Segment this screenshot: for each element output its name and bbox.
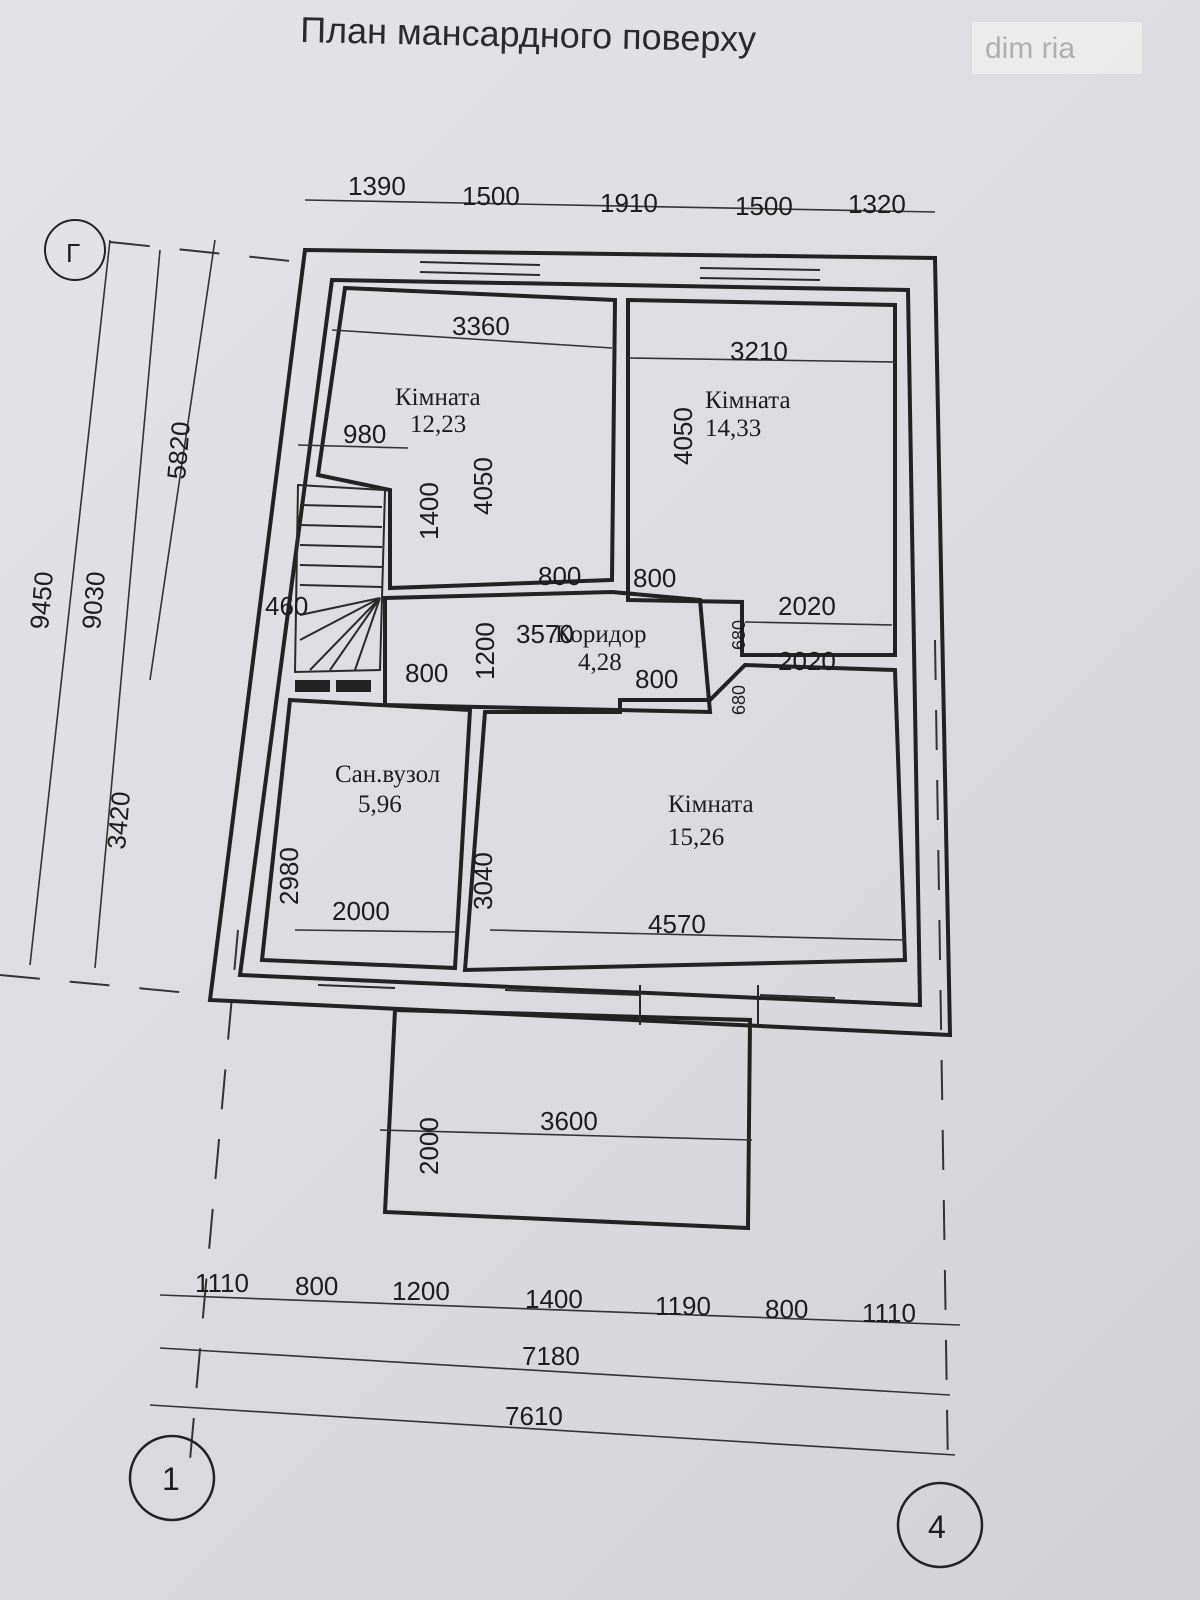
stair-treads (299, 504, 383, 671)
windows (317, 261, 836, 1025)
room-kimnata-3: Кімната 15,26 (668, 791, 754, 851)
axis-marker-1: 1 (128, 1434, 216, 1522)
dim-label: 800 (295, 1271, 338, 1301)
dim-label: 2000 (332, 896, 390, 926)
grid-axes (0, 241, 949, 1471)
room-area: 12,23 (410, 411, 466, 438)
dim-label: 2980 (274, 847, 304, 905)
axis-label-4: 4 (928, 1509, 946, 1545)
dim-label: 1390 (348, 171, 406, 201)
axis-marker-g: Г (44, 219, 106, 281)
dim-label: 3210 (730, 336, 788, 366)
room-koridor: Коридор 4,28 (555, 621, 647, 676)
dim-label: 2000 (414, 1117, 444, 1175)
plan-title: План мансардного поверху (300, 9, 757, 60)
dim-label: 980 (343, 419, 386, 449)
dim-label: 1500 (462, 181, 520, 211)
dim-label: 800 (538, 561, 581, 591)
balcony (382, 1007, 753, 1231)
room-name: Кімната (395, 384, 481, 411)
dim-label: 1110 (195, 1268, 249, 1298)
dim-label: 1500 (735, 191, 793, 221)
dim-label: 2020 (778, 646, 836, 676)
dim-label: 4050 (468, 457, 498, 515)
dim-label: 3570 (516, 619, 574, 649)
room-area: 5,96 (358, 791, 402, 818)
dim-label: 460 (265, 591, 308, 621)
axis-label-g: Г (66, 238, 80, 268)
dim-label: 3360 (452, 311, 510, 341)
dim-label: 9450 (24, 570, 59, 630)
left-dimensions: 9450 9030 5820 3420 (24, 420, 196, 850)
dimension-lines (29, 199, 961, 1456)
dim-label: 1400 (414, 482, 444, 540)
interior-dimensions: 3360 3210 980 1400 4050 4050 800 800 460… (265, 311, 836, 1175)
dim-label: 7610 (505, 1401, 563, 1431)
dim-label: 1320 (848, 189, 906, 219)
dim-label: 1110 (862, 1298, 916, 1328)
dim-label: 1190 (655, 1291, 711, 1321)
walls (207, 247, 953, 1231)
bottom-dimensions: 1110 800 1200 1400 1190 800 1110 7180 76… (195, 1268, 916, 1431)
room-kimnata-1: Кімната 12,23 (395, 384, 481, 438)
dim-label: 1400 (525, 1284, 583, 1314)
axis-label-1: 1 (162, 1461, 180, 1497)
room-san-vuzol: Сан.вузол 5,96 (335, 761, 440, 818)
room-name: Кімната (668, 791, 754, 818)
dim-label: 1200 (392, 1276, 450, 1306)
dim-label: 1910 (600, 188, 658, 218)
dim-label: 3600 (540, 1106, 598, 1136)
dim-label: 4570 (648, 909, 706, 939)
room-kimnata-2: Кімната 14,33 (705, 387, 791, 442)
dim-label: 800 (633, 563, 676, 593)
room-name: Коридор (555, 621, 647, 648)
dim-label: 680 (729, 620, 749, 650)
room-area: 15,26 (668, 824, 724, 851)
dim-label: 5820 (161, 420, 196, 480)
room-area: 4,28 (578, 649, 622, 676)
top-dimensions: 1390 1500 1910 1500 1320 (348, 171, 906, 221)
dim-label: 7180 (522, 1341, 580, 1371)
dim-label: 3040 (468, 852, 498, 910)
dim-label: 800 (405, 658, 448, 688)
room-area: 14,33 (705, 415, 761, 442)
room-name: Кімната (705, 387, 791, 414)
dim-label: 9030 (76, 570, 111, 630)
dim-label: 1200 (470, 622, 500, 680)
room-name: Сан.вузол (335, 761, 440, 788)
dim-label: 800 (635, 664, 678, 694)
watermark-text: dim ria (985, 32, 1075, 65)
dim-label: 680 (729, 685, 749, 715)
staircase (293, 483, 387, 674)
dim-label: 2020 (778, 591, 836, 621)
axis-marker-4: 4 (896, 1481, 984, 1569)
dim-label: 800 (765, 1294, 808, 1324)
dim-label: 4050 (668, 407, 698, 465)
dim-label: 3420 (101, 790, 136, 850)
watermark-logo: dim ria (972, 22, 1142, 74)
